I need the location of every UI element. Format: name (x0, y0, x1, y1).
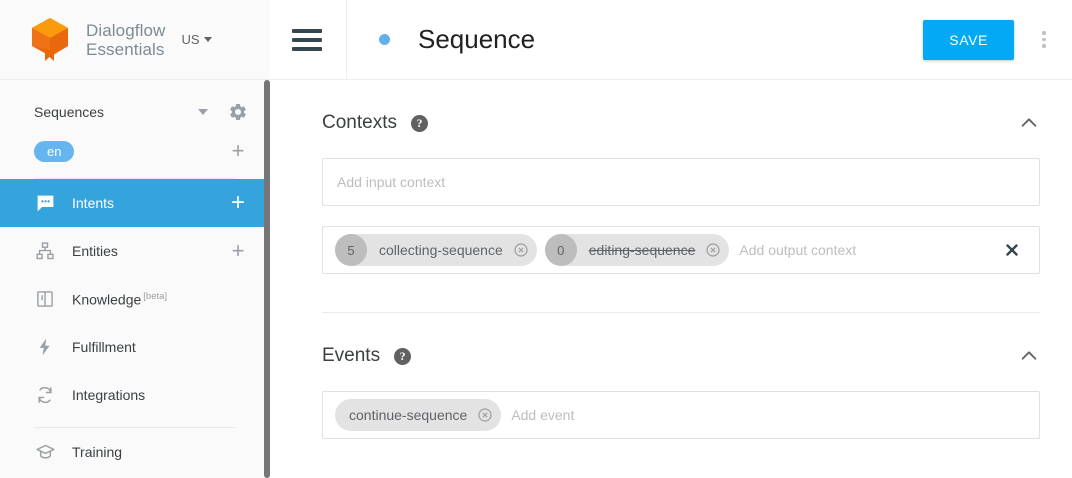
sidebar-divider-top (34, 178, 236, 179)
contexts-title: Contexts (322, 112, 397, 133)
knowledge-text: Knowledge (72, 291, 142, 308)
sidebar-item-label: Intents (72, 195, 115, 211)
language-row: en + (0, 132, 270, 170)
context-chip-label: editing-sequence (588, 242, 696, 258)
sidebar-item-training[interactable]: Training (0, 428, 270, 476)
input-context-field[interactable]: Add input context (322, 158, 1040, 206)
clear-x-icon[interactable] (1003, 241, 1021, 259)
brand-header: Dialogflow Essentials US (0, 0, 270, 80)
save-button[interactable]: SAVE (923, 19, 1014, 60)
help-icon[interactable]: ? (394, 347, 412, 365)
sidebar-item-label: Knowledge[beta] (72, 291, 248, 308)
brand-line-1: Dialogflow (86, 20, 166, 40)
agent-name[interactable]: Sequences (34, 104, 105, 120)
region-label: US (181, 32, 200, 47)
output-context-chip[interactable]: 0 editing-sequence (544, 234, 730, 266)
hamburger-bar (292, 28, 322, 33)
event-chip-label: continue-sequence (349, 407, 468, 423)
sidebar-item-fulfillment[interactable]: Fulfillment (0, 323, 270, 371)
events-section: Events ? continue-sequence (322, 313, 1040, 439)
section-divider (322, 312, 1040, 313)
gear-icon[interactable] (228, 102, 248, 122)
sidebar-item-integrations[interactable]: Integrations (0, 371, 270, 419)
context-chip-label: collecting-sequence (379, 242, 503, 258)
intents-chat-icon (34, 192, 56, 214)
beta-badge: [beta] (143, 290, 168, 302)
contexts-section: Contexts ? Add input context 5 co (322, 80, 1040, 313)
kebab-dot (1042, 37, 1046, 42)
blue-status-dot (379, 34, 390, 45)
language-chip-en[interactable]: en (34, 140, 75, 162)
sidebar-item-entities[interactable]: Entities + (0, 227, 270, 275)
events-title: Events (322, 345, 381, 366)
fulfillment-bolt-icon (34, 336, 56, 358)
sidebar-item-intents[interactable]: Intents + (0, 179, 270, 227)
context-lifespan-badge[interactable]: 0 (544, 234, 577, 266)
remove-circle-icon[interactable] (705, 242, 721, 258)
sidebar-item-label: Fulfillment (72, 339, 136, 355)
input-context-placeholder: Add input context (337, 174, 446, 190)
add-intent-button[interactable]: + (230, 189, 245, 216)
hamburger-bar (292, 46, 322, 51)
sidebar-divider-bottom (34, 427, 236, 428)
main-panel: Sequence SAVE Contexts ? (270, 0, 1072, 478)
toolbar-divider (346, 0, 347, 80)
events-field[interactable]: continue-sequence Add event (322, 391, 1040, 439)
kebab-dot (1042, 44, 1046, 48)
sidebar-item-label: Integrations (72, 387, 146, 403)
scrollbar-thumb[interactable] (264, 80, 270, 478)
sidebar: Dialogflow Essentials US Sequences en + (0, 0, 270, 478)
chevron-up-icon[interactable] (1018, 345, 1040, 367)
knowledge-book-icon (34, 288, 56, 310)
content-area: Contexts ? Add input context 5 co (270, 80, 1072, 439)
remove-circle-icon[interactable] (477, 407, 493, 423)
output-context-placeholder: Add output context (739, 242, 857, 258)
training-cap-icon (34, 441, 56, 463)
kebab-dot (1042, 31, 1046, 35)
brand-name: Dialogflow Essentials (86, 21, 165, 59)
kebab-menu-icon[interactable] (1032, 20, 1056, 60)
page-title: Sequence (418, 24, 536, 54)
sidebar-item-label: Entities (72, 243, 118, 259)
event-chip[interactable]: continue-sequence (335, 399, 502, 431)
add-language-button[interactable]: + (231, 138, 245, 163)
caret-down-icon (203, 37, 212, 42)
output-context-chip[interactable]: 5 collecting-sequence (335, 234, 537, 266)
region-selector[interactable]: US (181, 32, 212, 47)
sidebar-item-knowledge[interactable]: Knowledge[beta] (0, 275, 270, 323)
integrations-refresh-icon (34, 384, 56, 406)
chevron-up-icon[interactable] (1018, 112, 1040, 134)
sidebar-item-label: Training (72, 444, 123, 460)
events-header: Events ? (322, 341, 1040, 371)
event-placeholder: Add event (511, 407, 575, 423)
add-entity-button[interactable]: + (231, 238, 245, 263)
output-context-field[interactable]: 5 collecting-sequence 0 editing-sequence (322, 226, 1040, 274)
caret-down-icon[interactable] (198, 109, 208, 115)
hamburger-bar (292, 37, 322, 42)
brand-line-2: Essentials (86, 39, 165, 59)
context-lifespan-badge[interactable]: 5 (335, 234, 367, 266)
entities-tree-icon (34, 240, 56, 262)
dialogflow-cube-logo (28, 16, 72, 64)
top-bar: Sequence SAVE (270, 0, 1072, 80)
sidebar-scrollbar[interactable] (264, 80, 270, 478)
contexts-header: Contexts ? (322, 108, 1040, 138)
hamburger-menu-icon[interactable] (292, 28, 322, 51)
help-icon[interactable]: ? (410, 114, 428, 132)
remove-circle-icon[interactable] (513, 242, 529, 258)
agent-selector-row: Sequences (0, 92, 270, 132)
